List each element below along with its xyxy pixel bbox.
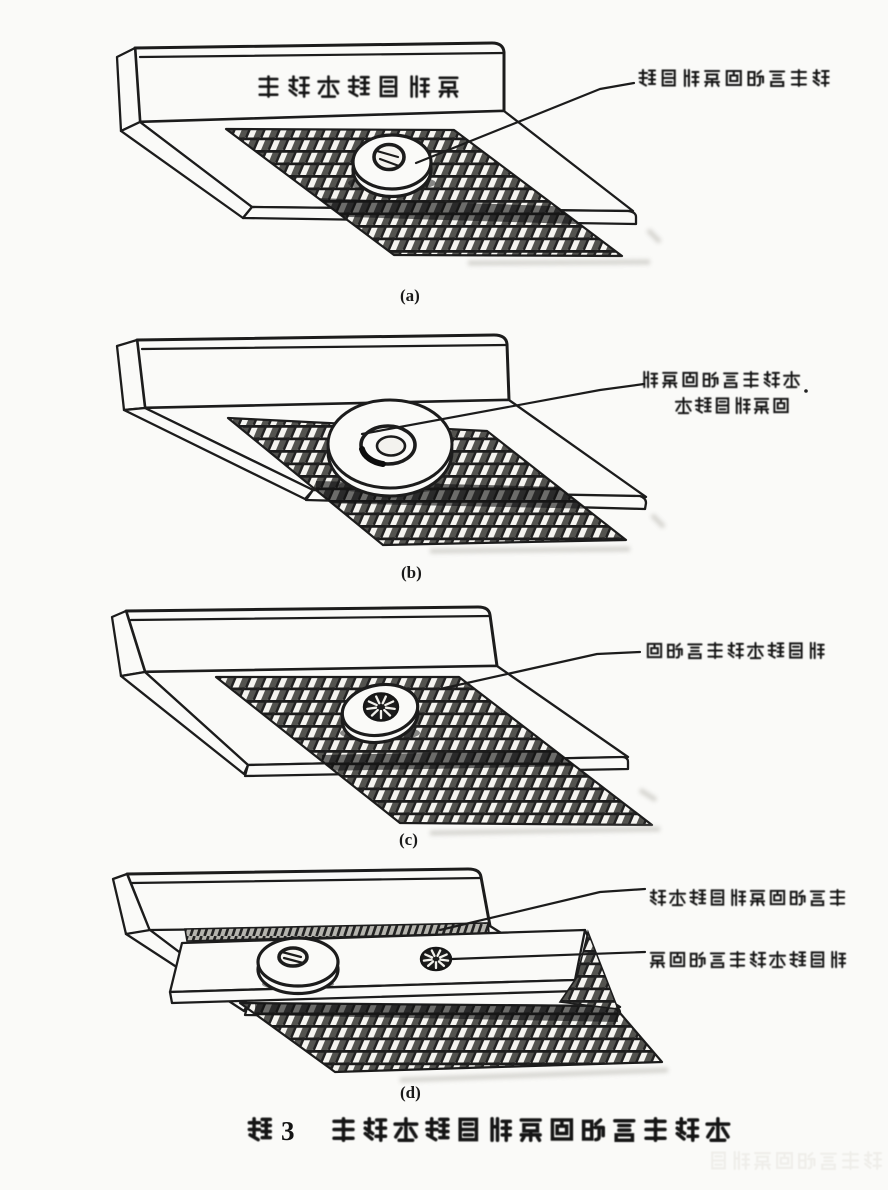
svg-text:3: 3 — [281, 1116, 295, 1146]
svg-text:(b): (b) — [401, 563, 422, 582]
svg-text:(a): (a) — [400, 286, 420, 305]
svg-text:(c): (c) — [399, 830, 418, 849]
svg-text:(d): (d) — [400, 1083, 421, 1102]
